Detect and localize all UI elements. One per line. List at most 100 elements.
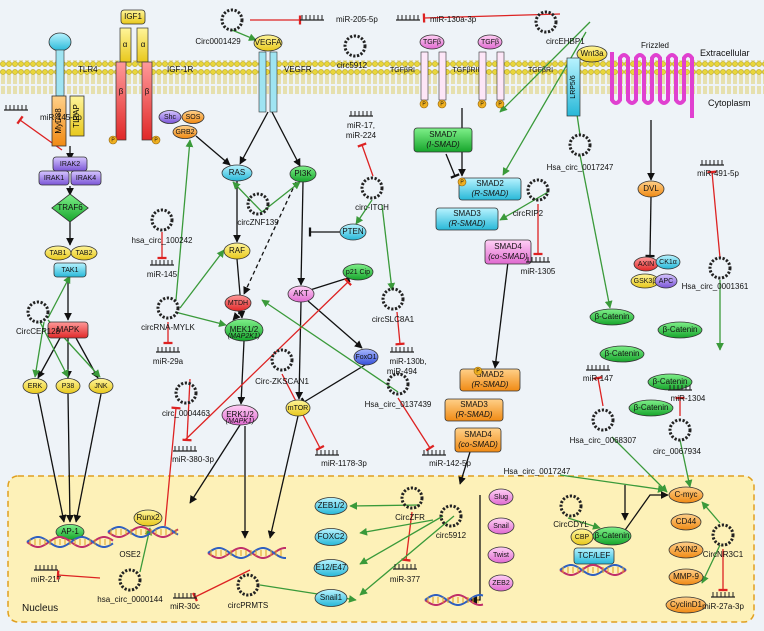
tgfbr-p2	[437, 99, 447, 109]
shc	[158, 110, 182, 124]
mir-494-label: miR-494	[387, 367, 418, 376]
smad3-bottom-label: SMAD3	[460, 400, 488, 409]
tgfbr-rI2	[478, 51, 487, 101]
mir-1305-label: miR-1305	[521, 267, 556, 276]
zeb12-label: ZEB1/2	[318, 501, 345, 510]
gsk3b-label: GSK3β	[634, 278, 657, 285]
smad4-to-smad-complex	[491, 261, 509, 369]
tgfbr-p1	[419, 99, 429, 109]
tlr4-head	[48, 32, 72, 52]
jnk	[88, 378, 114, 394]
hsa-circ-0068307-icon	[591, 408, 615, 432]
tgfbr-p2-label: P	[440, 101, 444, 107]
dna-target-1	[207, 547, 287, 559]
traf6-label: TRAF6	[57, 203, 83, 212]
mir-491-5p-label: miR-491-5p	[697, 169, 739, 178]
irak1	[38, 170, 70, 186]
tgfb-ligand-1-label: TGFβ	[423, 39, 441, 46]
erk-to-runx2	[189, 424, 241, 504]
smad2-bottom-p-label: P	[476, 368, 480, 374]
smad4-bottom-sublabel: (co-SMAD)	[458, 440, 498, 449]
mir-205-5p-label: miR-205-5p	[336, 15, 378, 24]
mirna-sponge-17	[707, 170, 721, 259]
tgfbr-p3	[477, 99, 487, 109]
igf1r-label: IGF-1R	[167, 65, 193, 74]
circ-0004463-label: circ_0004463	[162, 409, 211, 418]
smad3-top	[435, 207, 499, 231]
irak2	[52, 156, 88, 172]
circZFR-label: CircZFR	[395, 513, 425, 522]
jnk-label: JNK	[94, 383, 108, 390]
cmyc-label: C-myc	[674, 490, 697, 499]
axin-label: AXIN	[638, 261, 654, 268]
circrna-regulation-24	[701, 544, 721, 584]
e12e47-label: E12/E47	[316, 563, 347, 572]
circrna-regulation-15	[579, 154, 613, 309]
mir-27a-3p-label: miR-27a-3p	[702, 602, 744, 611]
circ5912-nucleus-label: circ5912	[436, 531, 467, 540]
erk12-sublabel: (MAPK1)	[226, 418, 254, 425]
smad2-top-label: SMAD2	[476, 179, 504, 188]
hsa-circ-0000144-label: hsa_circ_0000144	[97, 595, 163, 604]
e12e47	[313, 559, 349, 577]
irak1-label: IRAK1	[44, 175, 64, 182]
mir-147-label: miR-147	[583, 374, 614, 383]
circ5912-nucleus-icon	[439, 504, 463, 528]
p38	[55, 378, 81, 394]
mir-130a-3p-label: miR-130a-3p	[430, 15, 477, 24]
circ0001429-label: Circ0001429	[195, 37, 241, 46]
dna-runx2	[107, 526, 179, 538]
smad7-label: SMAD7	[429, 130, 457, 139]
foxo1-inhibits-mtor	[300, 364, 366, 407]
traf6	[51, 193, 89, 223]
tab2-label: TAB2	[76, 250, 93, 257]
circCDYL-icon	[559, 494, 583, 518]
tak1-label: TAK1	[62, 267, 79, 274]
circRNA-MYLK-label: circRNA-MYLK	[141, 323, 195, 332]
mek12-sublabel: (MAP2K1)	[228, 333, 260, 340]
circRNA-MYLK-icon	[156, 296, 180, 320]
mir-130b-icon	[390, 347, 414, 353]
tlr4-stalk	[55, 49, 65, 97]
pi3k-label: PI3K	[294, 169, 312, 178]
vegfr-label: VEGFR	[284, 65, 312, 74]
smad2-top	[458, 177, 522, 201]
circCEP128-label: CircCEP128	[16, 327, 61, 336]
smad2-top-sublabel: (R-SMAD)	[472, 189, 509, 198]
circ-ITCH-icon	[360, 176, 384, 200]
p21-label: p21 Cip	[346, 269, 370, 276]
ap1-label: AP-1	[61, 527, 79, 536]
vegfr-to-ras	[239, 111, 269, 165]
circEHBP1-label: circEHBP1	[546, 37, 585, 46]
circrna-regulation-29	[611, 436, 668, 493]
pten	[339, 223, 367, 241]
mtor	[285, 399, 311, 417]
tgfbr-rII2	[496, 51, 505, 101]
mapk-to-erk	[37, 337, 61, 379]
mir-130a-3p-icon	[396, 15, 420, 21]
igf1r-p1	[108, 135, 118, 145]
lrp56-label: LRP5/6	[570, 75, 577, 98]
ose2-label: OSE2	[119, 550, 141, 559]
circ5912-icon	[343, 34, 367, 58]
vegfr-right	[269, 51, 278, 113]
circrna-regulation-3	[174, 311, 227, 328]
tlr4-label: TLR4	[78, 65, 98, 74]
cytoplasm-label: Cytoplasm	[708, 98, 751, 108]
tgfb-ligand-1	[419, 34, 445, 50]
mirna-sponge-12	[397, 397, 435, 452]
smad-to-nucleus	[458, 451, 471, 485]
apc-label: APC	[659, 278, 673, 285]
wnt3a-ligand-label: Wnt3a	[580, 49, 604, 58]
tgfbrii-label-1: TGFβRII	[453, 67, 480, 74]
akt-to-mtor	[295, 301, 304, 400]
mir-217-label: miR-217	[31, 575, 62, 584]
pten-label: PTEN	[342, 227, 364, 236]
tgfbr-rII	[438, 51, 447, 101]
smad4-bottom	[454, 427, 502, 453]
circSLC8A1-label: circSLC8A1	[372, 315, 415, 324]
dvl-label: DVL	[643, 184, 659, 193]
tgfbr-rI	[420, 51, 429, 101]
igf1r-p1-label: P	[111, 137, 115, 143]
smad3-bottom-sublabel: (R-SMAD)	[456, 410, 493, 419]
